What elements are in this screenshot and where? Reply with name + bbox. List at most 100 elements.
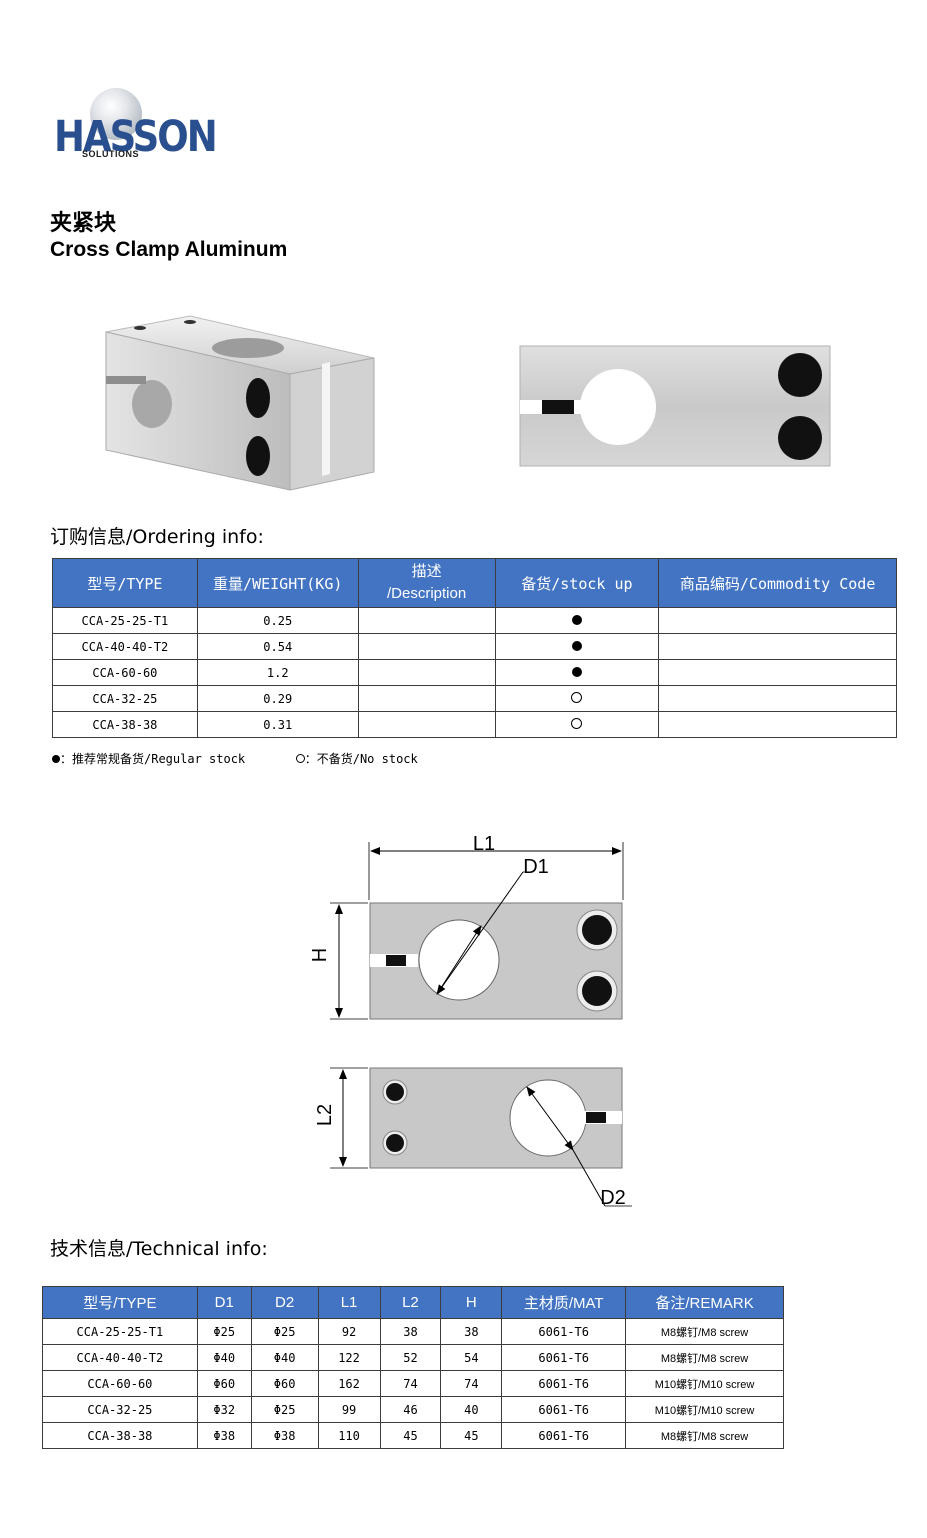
in-stock-icon [52,755,60,763]
cell-l2: 46 [379,1396,442,1423]
cell-description [357,659,496,686]
product-title-cn: 夹紧块 [50,211,117,236]
logo-brand: HASSON [54,112,218,162]
col-header-remark: 备注/REMARK [625,1286,784,1319]
cell-type: CCA-40-40-T2 [52,633,198,660]
cell-mat: 6061-T6 [501,1370,627,1397]
col-header-type: 型号/TYPE [52,558,198,608]
dim-label-h: H [309,948,331,962]
technical-drawing: L1 D1 H D2 L2 [309,833,632,1209]
cell-code [658,633,897,660]
col-header-h: H [440,1286,503,1319]
cell-type: CCA-60-60 [52,659,198,686]
col-header-stock: 备货/stock up [494,558,660,608]
dim-label-d1: D1 [523,856,549,878]
cell-code [658,685,897,712]
table-row: CCA-40-40-T2 Φ40 Φ40 122 52 54 6061-T6 M… [42,1344,784,1371]
cell-type: CCA-40-40-T2 [42,1344,198,1371]
stock-legend: ：推荐常规备货/Regular stock ：不备货/No stock [52,750,418,767]
cell-d1: Φ60 [196,1370,252,1397]
cell-l1: 110 [317,1422,381,1449]
table-row: CCA-25-25-T1 Φ25 Φ25 92 38 38 6061-T6 M8… [42,1318,784,1345]
cell-h: 40 [440,1396,503,1423]
technical-table: 型号/TYPE D1 D2 L1 L2 H 主材质/MAT 备注/REMARK … [42,1286,784,1449]
cell-type: CCA-25-25-T1 [52,607,198,634]
cell-stock [494,607,660,634]
dim-label-d2: D2 [600,1187,626,1209]
cell-code [658,711,897,738]
cell-description [357,607,496,634]
cell-h: 54 [440,1344,503,1371]
in-stock-icon [571,640,582,651]
cell-code [658,659,897,686]
table-row: CCA-40-40-T2 0.54 [52,633,897,660]
table-row: CCA-60-60 1.2 [52,659,897,686]
cell-type: CCA-38-38 [52,711,198,738]
col-header-code: 商品编码/Commodity Code [658,558,897,608]
cell-description [357,685,496,712]
cell-d2: Φ40 [250,1344,319,1371]
in-stock-icon [571,614,582,625]
in-stock-icon [571,666,582,677]
table-row: CCA-32-25 0.29 [52,685,897,712]
product-side-image [519,345,831,467]
cell-h: 74 [440,1370,503,1397]
cell-l1: 122 [317,1344,381,1371]
col-header-description-cn: 描述 [411,563,442,580]
cell-l1: 99 [317,1396,381,1423]
cell-type: CCA-38-38 [42,1422,198,1449]
globe-icon [90,88,142,140]
cell-remark: M10螺钉/M10 screw [625,1370,784,1397]
col-header-mat: 主材质/MAT [501,1286,627,1319]
cell-remark: M8螺钉/M8 screw [625,1344,784,1371]
cell-description [357,711,496,738]
cell-d2: Φ25 [250,1396,319,1423]
cell-stock [494,633,660,660]
no-stock-icon [571,717,583,729]
cell-d2: Φ60 [250,1370,319,1397]
cell-weight: 0.29 [196,685,359,712]
no-stock-icon [571,691,583,703]
legend-regular: ：推荐常规备货/Regular stock [60,752,246,766]
col-header-weight: 重量/WEIGHT(KG) [196,558,359,608]
cell-mat: 6061-T6 [501,1344,627,1371]
table-row: CCA-25-25-T1 0.25 [52,607,897,634]
product-title-en: Cross Clamp Aluminum [50,238,288,261]
technical-heading: 技术信息/Technical info: [50,1238,268,1260]
cell-d1: Φ40 [196,1344,252,1371]
cell-d2: Φ38 [250,1422,319,1449]
cell-d1: Φ32 [196,1396,252,1423]
logo-tagline: SOLUTIONS [82,149,140,159]
dim-label-l1: L1 [473,833,495,855]
cell-mat: 6061-T6 [501,1396,627,1423]
cell-l2: 38 [379,1318,442,1345]
cell-l2: 45 [379,1422,442,1449]
col-header-l2: L2 [379,1286,442,1319]
cell-d2: Φ25 [250,1318,319,1345]
product-3d-image [105,315,375,491]
cell-description [357,633,496,660]
cell-weight: 0.31 [196,711,359,738]
drawing-top-view: L1 D1 H [309,833,624,1020]
cell-code [658,607,897,634]
ordering-table: 型号/TYPE 重量/WEIGHT(KG) 描述 /Description 备货… [52,558,897,738]
cell-weight: 0.25 [196,607,359,634]
cell-mat: 6061-T6 [501,1318,627,1345]
col-header-d1: D1 [196,1286,252,1319]
col-header-d2: D2 [250,1286,319,1319]
cell-type: CCA-32-25 [42,1396,198,1423]
col-header-type: 型号/TYPE [42,1286,198,1319]
col-header-description: 描述 /Description [357,558,496,608]
cell-d1: Φ38 [196,1422,252,1449]
cell-l1: 162 [317,1370,381,1397]
table-header-row: 型号/TYPE D1 D2 L1 L2 H 主材质/MAT 备注/REMARK [42,1286,784,1319]
ordering-heading: 订购信息/Ordering info: [50,526,264,548]
cell-h: 45 [440,1422,503,1449]
dim-label-l2: L2 [314,1104,336,1126]
cell-weight: 0.54 [196,633,359,660]
legend-none: ：不备货/No stock [304,752,418,766]
col-header-l1: L1 [317,1286,381,1319]
cell-type: CCA-60-60 [42,1370,198,1397]
cell-remark: M8螺钉/M8 screw [625,1422,784,1449]
cell-mat: 6061-T6 [501,1422,627,1449]
